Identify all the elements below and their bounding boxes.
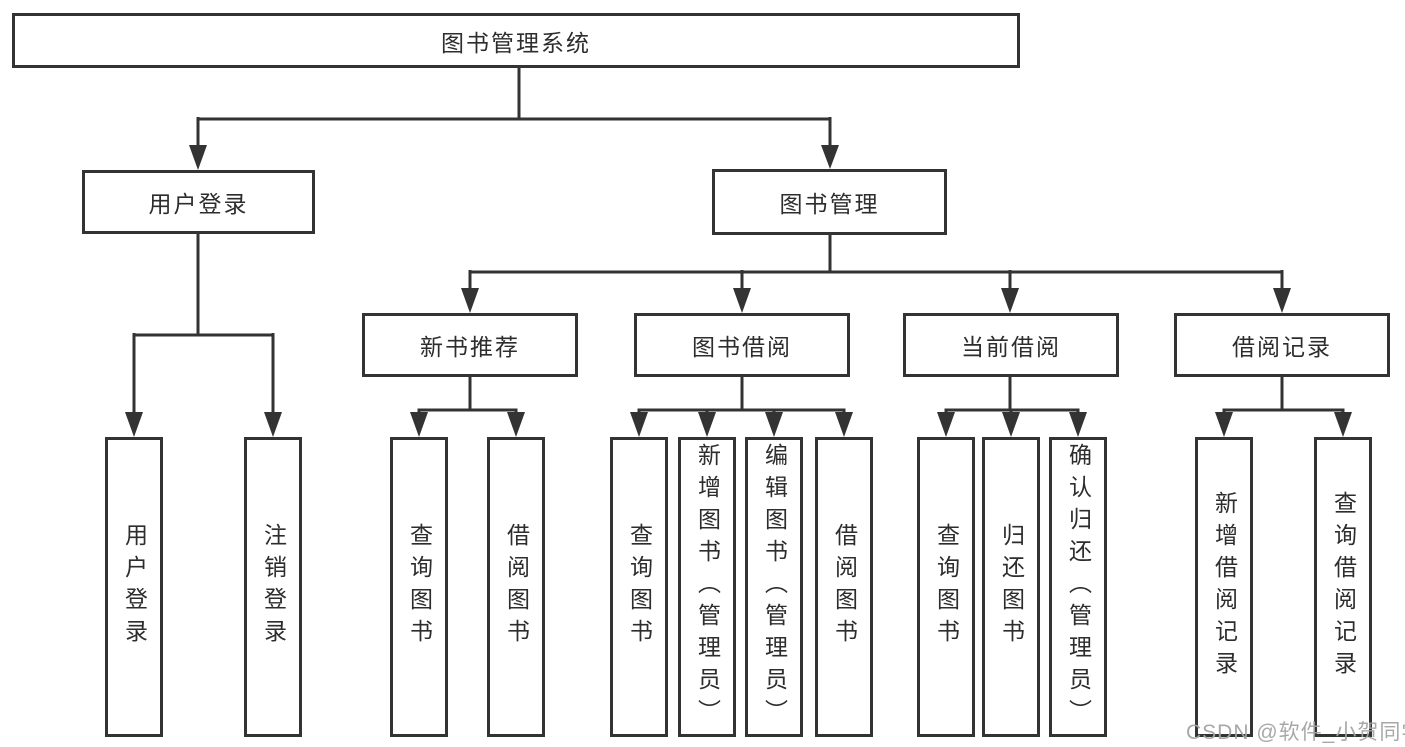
node-library-management-system: 图书管理系统 (12, 13, 1020, 68)
node-book-borrow: 图书借阅 (634, 313, 850, 377)
node-current-borrow: 当前借阅 (903, 313, 1119, 377)
node-query-books-borrow: 查询图书 (610, 437, 668, 737)
node-borrow-books-recommend: 借阅图书 (487, 437, 545, 737)
node-logout: 注销登录 (244, 437, 302, 737)
node-query-books-recommend: 查询图书 (390, 437, 448, 737)
node-add-books-admin: 新增图书（管理员） (678, 437, 736, 737)
node-edit-books-admin: 编辑图书（管理员） (745, 437, 803, 737)
node-borrow-books-borrow: 借阅图书 (815, 437, 873, 737)
csdn-watermark: CSDN @软件_小贺同学 (1186, 721, 1405, 744)
node-query-borrow-record: 查询借阅记录 (1314, 437, 1372, 737)
node-user-login: 用户登录 (82, 170, 315, 234)
node-user-login-leaf: 用户登录 (105, 437, 163, 737)
node-borrow-records: 借阅记录 (1174, 313, 1390, 377)
node-return-books: 归还图书 (982, 437, 1040, 737)
node-add-borrow-record: 新增借阅记录 (1195, 437, 1253, 737)
node-query-books-current: 查询图书 (917, 437, 975, 737)
node-confirm-return-admin: 确认归还（管理员） (1049, 437, 1107, 737)
node-new-book-recommend: 新书推荐 (362, 313, 578, 377)
node-book-management: 图书管理 (712, 169, 947, 235)
